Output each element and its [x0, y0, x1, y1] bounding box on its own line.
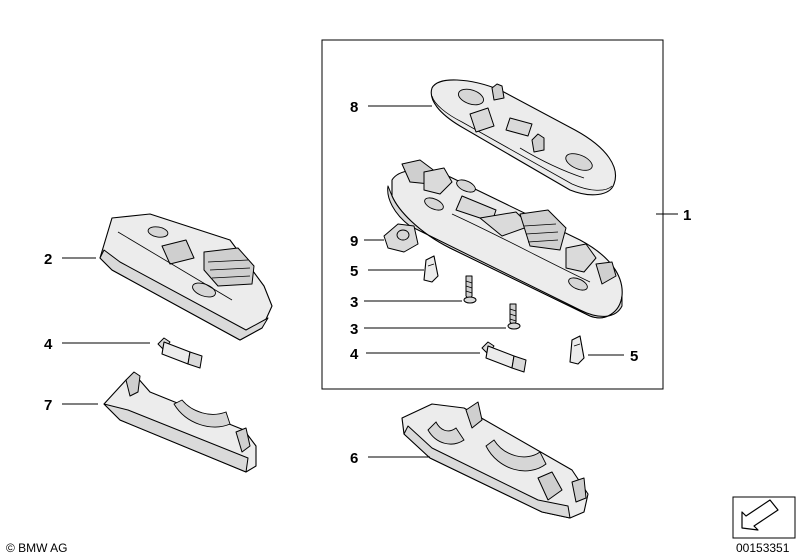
callout-7: 7: [44, 397, 52, 414]
callout-1: 1: [683, 207, 691, 224]
diagram-number: 00153351: [736, 541, 790, 555]
callout-9: 9: [350, 233, 358, 250]
part-interior-light-housing[interactable]: [387, 159, 623, 319]
assembly-frame: [321, 39, 664, 390]
part-festoon-bulb-a[interactable]: [157, 337, 203, 369]
part-screw-b[interactable]: [507, 303, 521, 330]
part-lens-cover-bottom[interactable]: [401, 401, 589, 519]
part-bulb-b[interactable]: [569, 335, 585, 365]
part-festoon-bulb-b[interactable]: [481, 341, 527, 373]
part-interior-light[interactable]: [99, 213, 273, 341]
leader-lines: [62, 105, 678, 458]
arrow-corner-icon: [732, 496, 796, 539]
callout-4a: 4: [44, 336, 53, 353]
callout-3b: 3: [350, 321, 358, 338]
part-lens-cover-left[interactable]: [103, 371, 257, 473]
copyright-text: © BMW AG: [6, 541, 68, 555]
callout-5a: 5: [350, 263, 358, 280]
callout-4b: 4: [350, 346, 359, 363]
part-bulb-a[interactable]: [423, 255, 439, 283]
callout-2: 2: [44, 251, 52, 268]
callout-5b: 5: [630, 348, 638, 365]
callout-8: 8: [350, 99, 358, 116]
callout-3a: 3: [350, 294, 358, 311]
callout-6: 6: [350, 450, 358, 467]
part-screw-a[interactable]: [463, 275, 477, 304]
part-clip[interactable]: [383, 223, 419, 253]
part-base-plate[interactable]: [430, 79, 616, 196]
